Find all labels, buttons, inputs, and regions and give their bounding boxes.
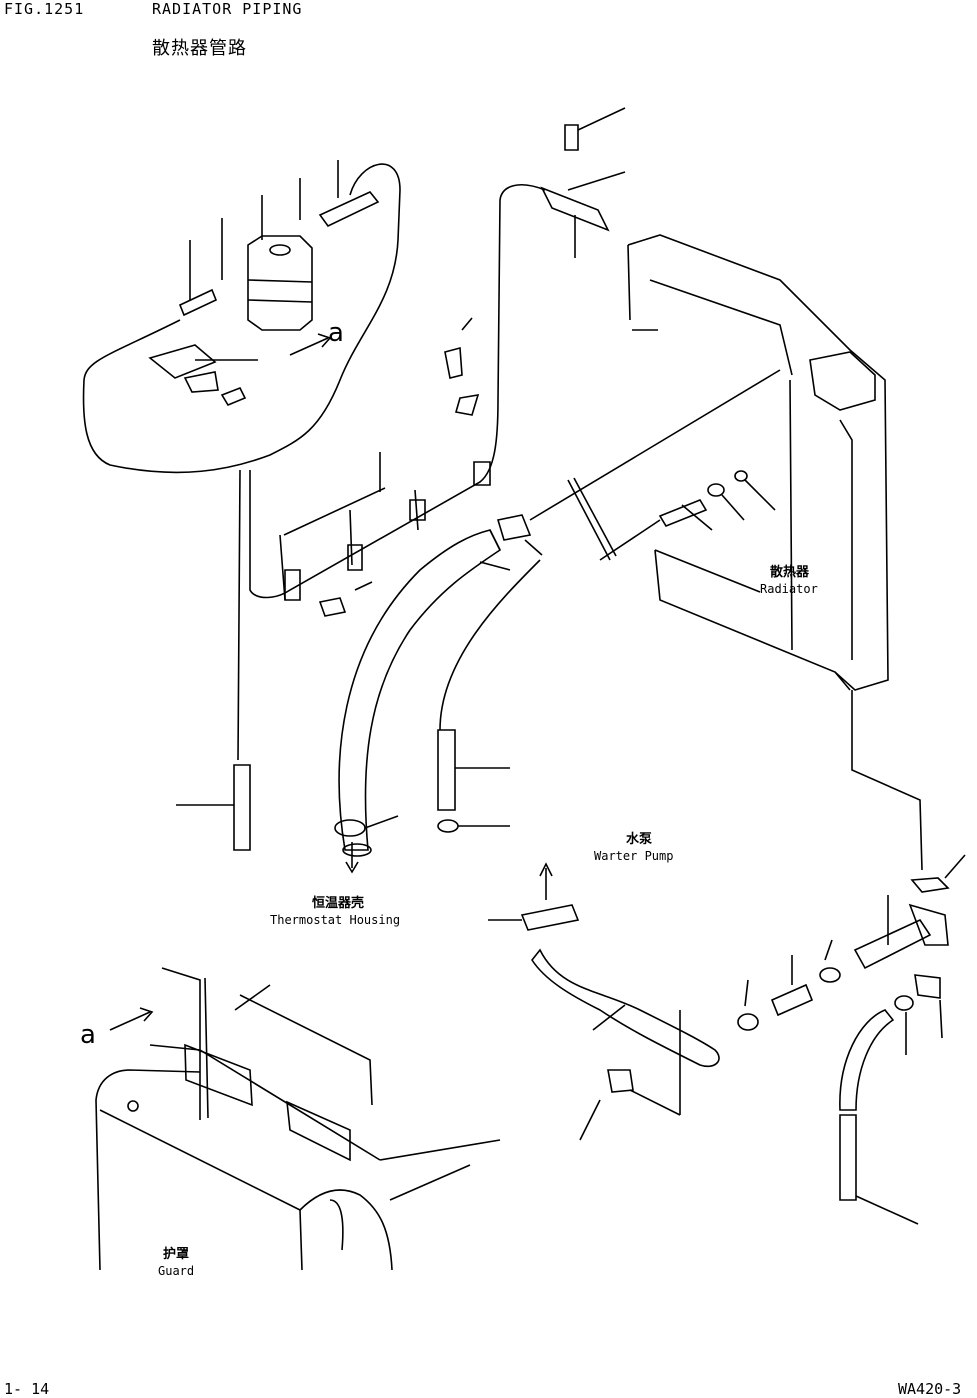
figure-title: RADIATOR PIPING (152, 0, 303, 18)
bracket (148, 344, 217, 379)
radiator-label-en: Radiator (760, 582, 818, 596)
hose-segment-small (178, 288, 218, 317)
water-pump-label-cn: 水泵 (626, 832, 653, 847)
guard-label-en: Guard (158, 1264, 195, 1278)
water-pump-label-en: Warter Pump (594, 849, 674, 863)
thermostat-housing-label-cn: 恒温器壳 (312, 896, 365, 911)
water-pump-hose (531, 948, 720, 1068)
view-arrow-label-bottom: a (80, 1020, 96, 1050)
model-code: WA420-3 (898, 1380, 962, 1398)
figure-number: FIG.1251 (4, 0, 85, 18)
upper-hose (540, 186, 610, 232)
reservoir-tank (247, 195, 313, 331)
figure-title-chinese: 散热器管路 (152, 38, 247, 59)
view-arrow-label-top: a (328, 318, 344, 348)
lower-hose-corrugated (338, 529, 502, 851)
guard-label-cn: 护罩 (163, 1247, 190, 1262)
page-number: 1- 14 (4, 1380, 50, 1398)
radiator-label-cn: 散热器 (770, 565, 810, 580)
thermostat-housing-label-en: Thermostat Housing (270, 913, 401, 927)
overflow-hose (82, 163, 401, 474)
hose-segment (318, 191, 380, 228)
drain-hose (233, 764, 251, 851)
radiator-core (627, 234, 889, 691)
guard-outline (95, 967, 501, 1271)
